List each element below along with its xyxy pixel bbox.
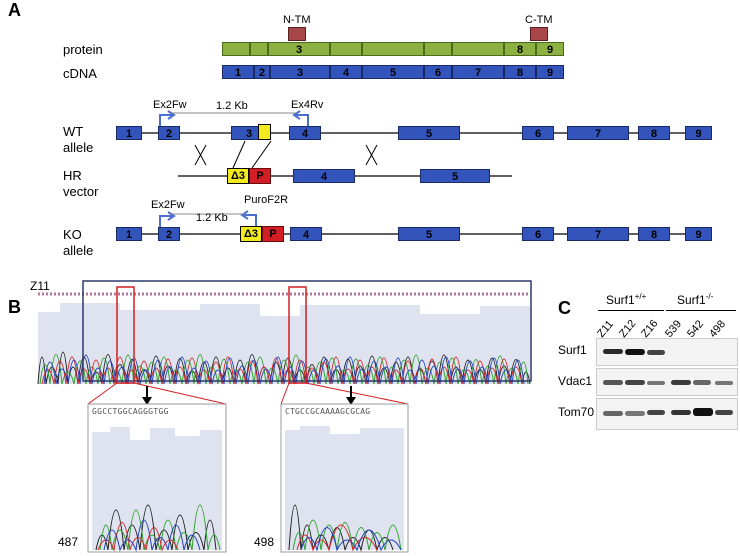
ex2fw-primer-label-ko: Ex2Fw [151,199,185,211]
lane-z12: Z12 [617,318,638,340]
wt-exon-1: 1 [116,126,142,140]
lane-542: 542 [685,318,706,340]
ko-exon-8: 8 [638,227,670,241]
zoom-right-sequence: CTGCCGCAAAAGCGCAG [285,407,371,416]
protein-row-label: protein [63,42,103,57]
cdna-exon-5: 5 [362,65,424,79]
lane-labels: Z11 Z12 Z16 539 542 498 [595,318,728,340]
ko-exon-6: 6 [522,227,554,241]
cdna-exon-2: 2 [254,65,270,79]
group-line-wt [598,310,664,311]
c-tm-label: C-TM [525,14,553,26]
ko-exon-1: 1 [116,227,142,241]
protein-seg-9: 9 [536,42,564,56]
cdna-exon-3: 3 [270,65,330,79]
lane-498: 498 [707,318,728,340]
panel-b-label: B [8,297,21,317]
wt-exon-3-yellow [258,124,271,140]
blot-label-tom70: Tom70 [558,405,595,419]
zoom-left-label: 487 [58,535,79,549]
wt-row-label-2: allele [63,140,94,155]
wt-exon-4: 4 [289,126,321,140]
wt-exon-8: 8 [638,126,670,140]
cdna-exon-6: 6 [424,65,452,79]
zoom-left-sequence: GGCCTGGCAGGGTGG [92,407,169,416]
n-tm-label: N-TM [283,14,311,26]
group-label-wt: Surf1+/+ [606,292,647,307]
wt-exon-7: 7 [567,126,629,140]
blot-tom70 [596,398,738,430]
hr-delta3-box: Δ3 [227,168,249,184]
panel-c-label: C [558,298,571,318]
wt-exon-6: 6 [522,126,554,140]
n-tm-box [288,27,306,41]
lane-z11: Z11 [595,318,616,340]
blot-surf1 [596,338,738,366]
ko-row-label: KO [63,227,82,242]
wt-exon-5: 5 [398,126,460,140]
ko-exon-5: 5 [398,227,460,241]
blot-label-vdac1: Vdac1 [558,374,593,388]
hr-puro-box: P [249,168,271,184]
ko-exon-2: 2 [158,227,180,241]
cdna-row-label: cDNA [63,66,97,81]
c-tm-box [530,27,548,41]
wt-exon-9: 9 [685,126,712,140]
cdna-exon-8: 8 [504,65,536,79]
sample-label-z11: Z11 [30,279,50,293]
lane-z16: Z16 [639,318,660,340]
panel-a-label: A [8,0,21,20]
blot-vdac1 [596,368,738,396]
ko-exon-4: 4 [290,227,322,241]
wt-row-label: WT [63,124,84,139]
group-line-ko [666,310,736,311]
wt-exon-2: 2 [158,126,180,140]
protein-seg-3: 3 [268,42,330,56]
ko-exon-7: 7 [567,227,629,241]
hr-row-label-2: vector [63,184,99,199]
blot-label-surf1: Surf1 [558,343,587,357]
lane-539: 539 [663,318,684,340]
cdna-exon-4: 4 [330,65,362,79]
ko-exon-9: 9 [685,227,712,241]
ko-puro-box: P [262,226,284,242]
hr-exon-4: 4 [293,169,355,183]
cdna-exon-7: 7 [452,65,504,79]
group-label-ko: Surf1-/- [677,292,714,307]
cdna-exon-9: 9 [536,65,564,79]
zoom-right-label: 498 [254,535,275,549]
hr-row-label: HR [63,168,82,183]
ko-size-label: 1.2 Kb [196,212,228,224]
wt-size-label: 1.2 Kb [216,100,248,112]
cdna-exon-1: 1 [222,65,254,79]
ex2fw-primer-label-wt: Ex2Fw [153,99,187,111]
protein-seg-8: 8 [504,42,536,56]
hr-exon-5: 5 [420,169,490,183]
ex4rv-primer-label: Ex4Rv [291,99,324,111]
ko-delta3-box: Δ3 [240,226,262,242]
ko-row-label-2: allele [63,243,94,258]
purof2r-primer-label: PuroF2R [244,194,289,206]
